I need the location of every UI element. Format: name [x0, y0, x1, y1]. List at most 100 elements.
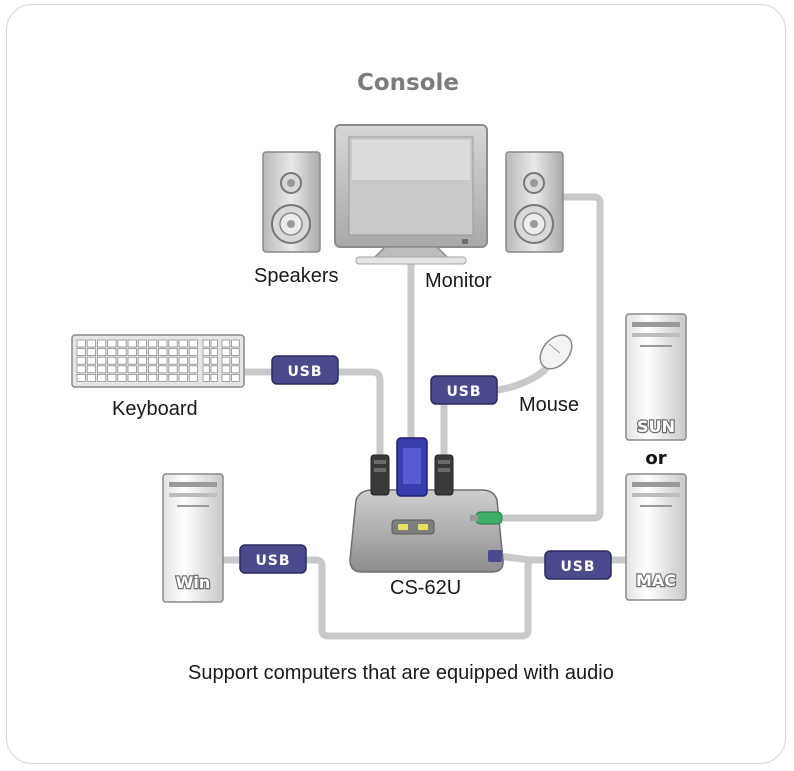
keyboard-key [76, 348, 86, 357]
keyboard-key [188, 348, 198, 357]
keyboard-key [168, 365, 178, 374]
keyboard-key [97, 365, 107, 374]
audio-plug-icon [470, 511, 503, 525]
keyboard-key [86, 339, 96, 348]
usb-badge-mac: USB [544, 550, 612, 580]
keyboard-key [221, 365, 231, 374]
keyboard-key [158, 348, 168, 357]
keyboard-key [86, 365, 96, 374]
keyboard-key [158, 373, 168, 382]
keyboard-key [158, 339, 168, 348]
keyboard-key [127, 373, 137, 382]
keyboard-key [158, 356, 168, 365]
keyboard-key [107, 373, 117, 382]
usb-badge-mouse: USB [430, 375, 498, 405]
keyboard-key [188, 339, 198, 348]
keyboard-key [221, 356, 231, 365]
keyboard-key [97, 356, 107, 365]
keyboard-key [188, 373, 198, 382]
keyboard-key [137, 365, 147, 374]
keyboard-key [127, 356, 137, 365]
mouse-label: Mouse [519, 394, 580, 416]
usb-badge-label: USB [446, 384, 481, 400]
keyboard-key [202, 356, 210, 365]
keyboard-key [97, 373, 107, 382]
keyboard-key [178, 365, 188, 374]
usb-badge-label: USB [287, 364, 322, 380]
keyboard-key [137, 356, 147, 365]
keyboard-key [117, 356, 127, 365]
keyboard-key [147, 365, 158, 374]
keyboard-key [178, 373, 188, 382]
keyboard-key [202, 365, 210, 374]
keyboard-key [147, 373, 158, 382]
usb-badge-keyboard: USB [271, 355, 339, 385]
keyboard-key [137, 339, 147, 348]
caption: Support computers that are equipped with… [188, 662, 614, 684]
switch-label: CS-62U [390, 577, 462, 599]
keyboard-key [97, 348, 107, 357]
keyboard-key [107, 356, 117, 365]
keyboard-key [231, 365, 240, 374]
keyboard-key [117, 365, 127, 374]
keyboard-key [97, 339, 107, 348]
keyboard-key [76, 339, 86, 348]
keyboard-key [137, 348, 147, 357]
speaker-audio-cable [501, 193, 604, 522]
keyboard-key [86, 356, 96, 365]
left-speaker-icon [262, 151, 321, 253]
keyboard-label: Keyboard [112, 398, 198, 420]
keyboard-key [210, 356, 218, 365]
win-label: Win [176, 573, 211, 592]
keyboard-key [147, 356, 158, 365]
keyboard-key [168, 339, 178, 348]
keyboard-key [178, 356, 188, 365]
keyboard-key [86, 348, 96, 357]
keyboard-key [221, 348, 231, 357]
keyboard-key [221, 339, 231, 348]
keyboard-key [168, 348, 178, 357]
keyboard-key [107, 339, 117, 348]
sun-computer-icon: SUN [625, 313, 687, 441]
keyboard-key [231, 356, 240, 365]
keyboard-key [107, 365, 117, 374]
monitor-icon [334, 124, 488, 265]
keyboard-key [147, 339, 158, 348]
keyboard-key [188, 365, 198, 374]
keyboard-key [202, 373, 210, 382]
keyboard-key [168, 356, 178, 365]
keyboard-key [210, 348, 218, 357]
keyboard-key [76, 356, 86, 365]
keyboard-key [210, 373, 218, 382]
mouse-icon [539, 334, 573, 370]
keyboard-key [202, 339, 210, 348]
win-computer-icon: Win [162, 473, 224, 603]
keyboard-key [76, 365, 86, 374]
mouse-plug-icon [434, 454, 454, 496]
kvm-switch-icon [349, 489, 504, 573]
cables [216, 193, 629, 640]
right-speaker-icon [505, 151, 564, 253]
sun-label: SUN [637, 417, 675, 436]
vga-connector-icon [396, 437, 428, 497]
keyboard-key [231, 339, 240, 348]
keyboard-key [127, 339, 137, 348]
keyboard-key [117, 373, 127, 382]
usb-badge-label: USB [255, 553, 290, 569]
monitor-label: Monitor [425, 270, 492, 292]
mac-computer-icon: MAC [625, 473, 687, 601]
keyboard-key [86, 373, 96, 382]
keyboard-plug-icon [370, 454, 390, 496]
keyboard-key [210, 339, 218, 348]
keyboard-key [178, 339, 188, 348]
keyboard-key [188, 356, 198, 365]
keyboard-key [127, 365, 137, 374]
keyboard-key [137, 373, 147, 382]
keyboard-key [231, 348, 240, 357]
keyboard-key [147, 348, 158, 357]
keyboard-key [76, 373, 86, 382]
usb-badge-win: USB [239, 544, 307, 574]
keyboard-key [221, 373, 231, 382]
usb-badge-label: USB [560, 559, 595, 575]
